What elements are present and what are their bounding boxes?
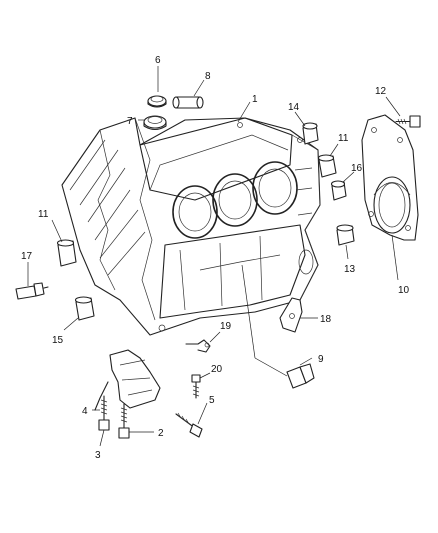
callout-4: 4 [82,406,88,417]
callout-8: 8 [205,71,211,82]
callout-12: 12 [375,86,387,97]
callout-5: 5 [209,395,215,406]
plug-9 [286,363,315,389]
callout-17: 17 [21,251,33,262]
sensor-17 [15,282,49,300]
bushing-14 [302,122,319,145]
callout-20: 20 [211,364,223,375]
callout-labels: 1 2 3 4 5 6 7 8 9 10 11 11 12 13 14 15 1… [21,55,410,461]
bolt-2 [118,403,130,439]
engine-block [61,117,321,336]
callout-11-left: 11 [38,209,49,220]
bolt-20 [191,374,201,399]
callout-14: 14 [288,102,300,113]
bushing-11-left [56,239,77,267]
callout-10: 10 [398,285,410,296]
bushing-13 [336,224,355,246]
bushing-11-right [317,154,337,178]
bracket-18 [279,297,303,333]
callout-16: 16 [351,163,363,174]
leader-lines [27,66,401,447]
callout-3: 3 [95,450,101,461]
callout-9: 9 [318,354,324,365]
clip-19 [185,339,211,353]
seal-ring-7 [143,115,167,131]
bolt-5 [175,412,203,438]
bushing-15 [74,296,95,321]
callout-6: 6 [155,55,161,66]
rear-cover-plate-10 [361,114,419,241]
bearing-bracket [94,349,161,411]
cup-plug-6 [147,95,167,108]
callout-15: 15 [52,335,64,346]
callout-11-right: 11 [338,133,349,144]
callout-13: 13 [344,264,356,275]
callout-1: 1 [252,94,258,105]
bolt-12 [395,115,421,128]
callout-7: 7 [127,116,133,127]
callout-18: 18 [320,314,332,325]
sleeve-16 [330,180,347,201]
callout-2: 2 [158,428,164,439]
callout-19: 19 [220,321,232,332]
bolt-4 [98,395,110,431]
sleeve-8 [172,96,204,109]
